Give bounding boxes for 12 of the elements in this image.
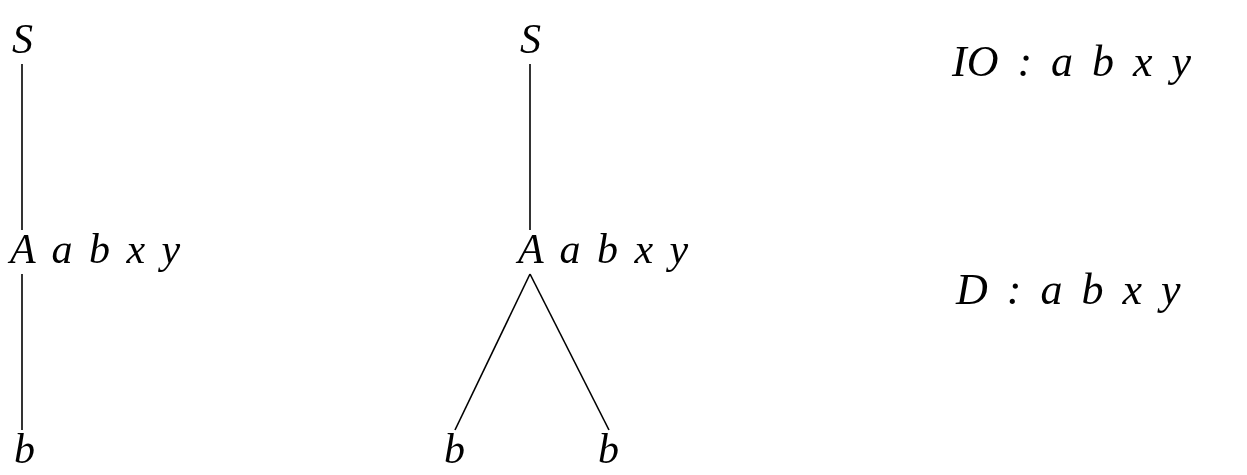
- tree-node-label: S: [12, 18, 33, 60]
- tree-branch-line: [454, 273, 531, 431]
- tree-branch-line: [529, 63, 531, 231]
- tree-branch-line: [21, 63, 23, 231]
- tree-node-label: b: [598, 428, 619, 470]
- tree-branch-line: [21, 273, 23, 431]
- annotation-text: D : a b x y: [956, 268, 1181, 312]
- tree-branch-line: [529, 273, 610, 431]
- annotation-text: IO : a b x y: [952, 40, 1192, 84]
- tree-node-label: b: [14, 428, 35, 470]
- tree-node-label: b: [444, 428, 465, 470]
- tree-node-label: S: [520, 18, 541, 60]
